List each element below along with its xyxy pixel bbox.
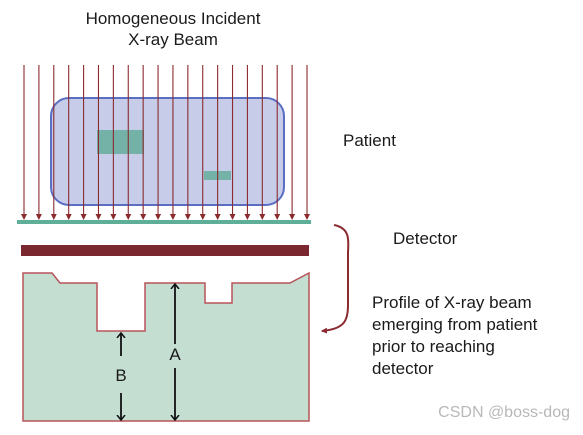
title-line-2: X-ray Beam: [128, 30, 218, 49]
title-line-1: Homogeneous Incident: [85, 9, 261, 28]
profile-label: Profile of X-ray beam emerging from pati…: [372, 292, 537, 380]
profile-line-1: Profile of X-ray beam: [372, 293, 532, 312]
patient-label: Patient: [343, 131, 396, 150]
watermark: CSDN @boss-dog: [438, 404, 570, 421]
detector-surface: [17, 220, 311, 224]
detector-label: Detector: [393, 229, 458, 248]
dimension-a-label: A: [169, 345, 181, 364]
bracket-arrow: [321, 224, 350, 334]
large-inclusion: [97, 130, 144, 154]
profile-line-4: detector: [372, 359, 434, 378]
profile-line-2: emerging from patient: [372, 315, 538, 334]
diagram-title: Homogeneous Incident X-ray Beam: [0, 8, 346, 50]
profile-line-3: prior to reaching: [372, 337, 495, 356]
patient-body: [50, 97, 285, 206]
dimension-b-label: B: [115, 366, 127, 385]
incident-beam: [21, 65, 310, 220]
detector-bar: [21, 245, 309, 256]
